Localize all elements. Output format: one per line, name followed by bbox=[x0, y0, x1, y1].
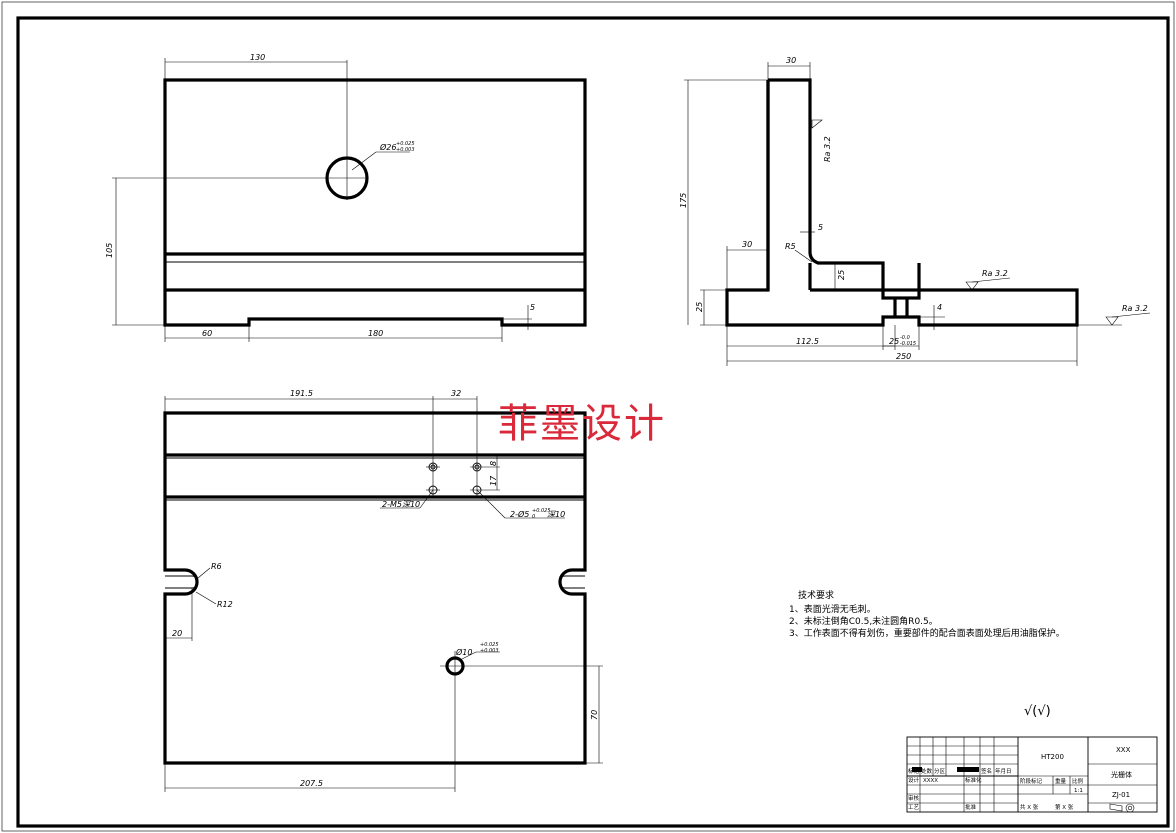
dim-hole-10: Ø10 bbox=[455, 647, 472, 657]
dim-25-base: 25 bbox=[695, 302, 704, 312]
dim-hole-26: Ø26 bbox=[379, 142, 396, 152]
svg-text:+0.025: +0.025 bbox=[532, 508, 551, 514]
dim-25-fillet: 25 bbox=[837, 270, 846, 280]
svg-text:+0.025: +0.025 bbox=[396, 141, 415, 147]
ra-right: Ra 3.2 bbox=[1122, 304, 1148, 313]
dim-207-5: 207.5 bbox=[300, 779, 323, 788]
tb-scale: 1:1 bbox=[1074, 788, 1083, 794]
dim-112-5: 112.5 bbox=[796, 337, 819, 346]
svg-text:-0.015: -0.015 bbox=[900, 341, 916, 347]
svg-text:共 X 张: 共 X 张 bbox=[1020, 803, 1039, 811]
tb-company: XXX bbox=[1116, 746, 1131, 754]
label-thread: 2-M5深10 bbox=[382, 500, 420, 509]
note-1: 1、表面光滑无毛刺。 bbox=[789, 603, 876, 615]
svg-text:签名: 签名 bbox=[981, 767, 992, 775]
svg-text:+0.003: +0.003 bbox=[396, 147, 415, 153]
dim-r5: R5 bbox=[785, 242, 796, 251]
svg-text:阶段标记: 阶段标记 bbox=[1020, 777, 1043, 785]
dim-8: 8 bbox=[489, 461, 498, 466]
dim-60: 60 bbox=[202, 329, 212, 338]
notes-title: 技术要求 bbox=[798, 589, 834, 601]
svg-text:年月日: 年月日 bbox=[995, 767, 1012, 775]
top-view: 191.5 32 8 17 2-M5深10 2-Ø5 +0.025 0 深10 … bbox=[163, 389, 603, 792]
svg-text:-0.0: -0.0 bbox=[900, 335, 910, 341]
ra-top: Ra 3.2 bbox=[982, 269, 1008, 278]
dim-5-front: 5 bbox=[530, 303, 535, 312]
tb-material: HT200 bbox=[1041, 753, 1064, 761]
dim-r6: R6 bbox=[211, 562, 222, 571]
tb-part-name: 光栅体 bbox=[1111, 770, 1132, 779]
svg-text:第 X 张: 第 X 张 bbox=[1055, 803, 1074, 811]
dim-250: 250 bbox=[896, 352, 911, 361]
ra-vertical: Ra 3.2 bbox=[823, 136, 832, 162]
inner-frame bbox=[16, 16, 1170, 828]
dim-130: 130 bbox=[250, 53, 265, 62]
dim-4: 4 bbox=[937, 303, 942, 312]
svg-text:深10: 深10 bbox=[547, 510, 565, 519]
technical-notes: 技术要求 1、表面光滑无毛刺。 2、未标注倒角C0.5,未注圆角R0.5。 3、… bbox=[789, 589, 1065, 639]
dim-180: 180 bbox=[368, 329, 383, 338]
title-block: 标记 处数 分区 签名 年月日 设计 XXXX 标准化 审核 工艺 批准 HT2… bbox=[906, 736, 1158, 813]
svg-text:审核: 审核 bbox=[908, 794, 920, 802]
svg-text:设计: 设计 bbox=[908, 776, 920, 784]
svg-text:处数: 处数 bbox=[921, 767, 933, 775]
tb-designer: XXXX bbox=[923, 778, 938, 784]
dim-5-side: 5 bbox=[818, 223, 823, 232]
side-view: 30 175 Ra 3.2 5 30 R5 25 Ra 3.2 Ra 3.2 bbox=[679, 56, 1151, 366]
dim-25-slot: 25 bbox=[889, 337, 899, 346]
note-3: 3、工作表面不得有划伤，重要部件的配合面表面处理后用油脂保护。 bbox=[789, 627, 1065, 639]
tb-drawing-no: ZJ-01 bbox=[1112, 791, 1130, 799]
front-view: 130 Ø26 +0.025 +0.003 105 5 60 180 bbox=[105, 53, 587, 342]
watermark: 菲墨设计 bbox=[498, 401, 666, 447]
dim-20: 20 bbox=[172, 629, 182, 638]
svg-text:重量: 重量 bbox=[1055, 777, 1067, 785]
svg-text:比例: 比例 bbox=[1072, 777, 1084, 785]
dim-30-left: 30 bbox=[742, 240, 752, 249]
svg-text:批准: 批准 bbox=[965, 803, 977, 811]
tb-row-mark: 标记 bbox=[908, 767, 920, 775]
dim-191-5: 191.5 bbox=[290, 389, 313, 398]
dim-105: 105 bbox=[105, 243, 114, 258]
dim-r12: R12 bbox=[217, 600, 233, 609]
svg-text:+0.025: +0.025 bbox=[480, 642, 499, 648]
dim-32: 32 bbox=[451, 389, 461, 398]
label-pin: 2-Ø5 bbox=[510, 509, 529, 519]
svg-text:分区: 分区 bbox=[934, 767, 946, 775]
projection-symbol-icon bbox=[1109, 803, 1135, 813]
dim-175: 175 bbox=[679, 193, 688, 208]
svg-text:0: 0 bbox=[532, 514, 535, 520]
svg-text:标准化: 标准化 bbox=[965, 776, 982, 784]
dim-70: 70 bbox=[590, 710, 599, 720]
svg-text:工艺: 工艺 bbox=[908, 804, 920, 811]
note-2: 2、未标注倒角C0.5,未注圆角R0.5。 bbox=[789, 615, 938, 627]
roughness-symbol: √(√) bbox=[1024, 704, 1051, 719]
svg-text:+0.003: +0.003 bbox=[480, 648, 499, 654]
dim-17: 17 bbox=[489, 475, 498, 486]
dim-30-top: 30 bbox=[786, 56, 796, 65]
